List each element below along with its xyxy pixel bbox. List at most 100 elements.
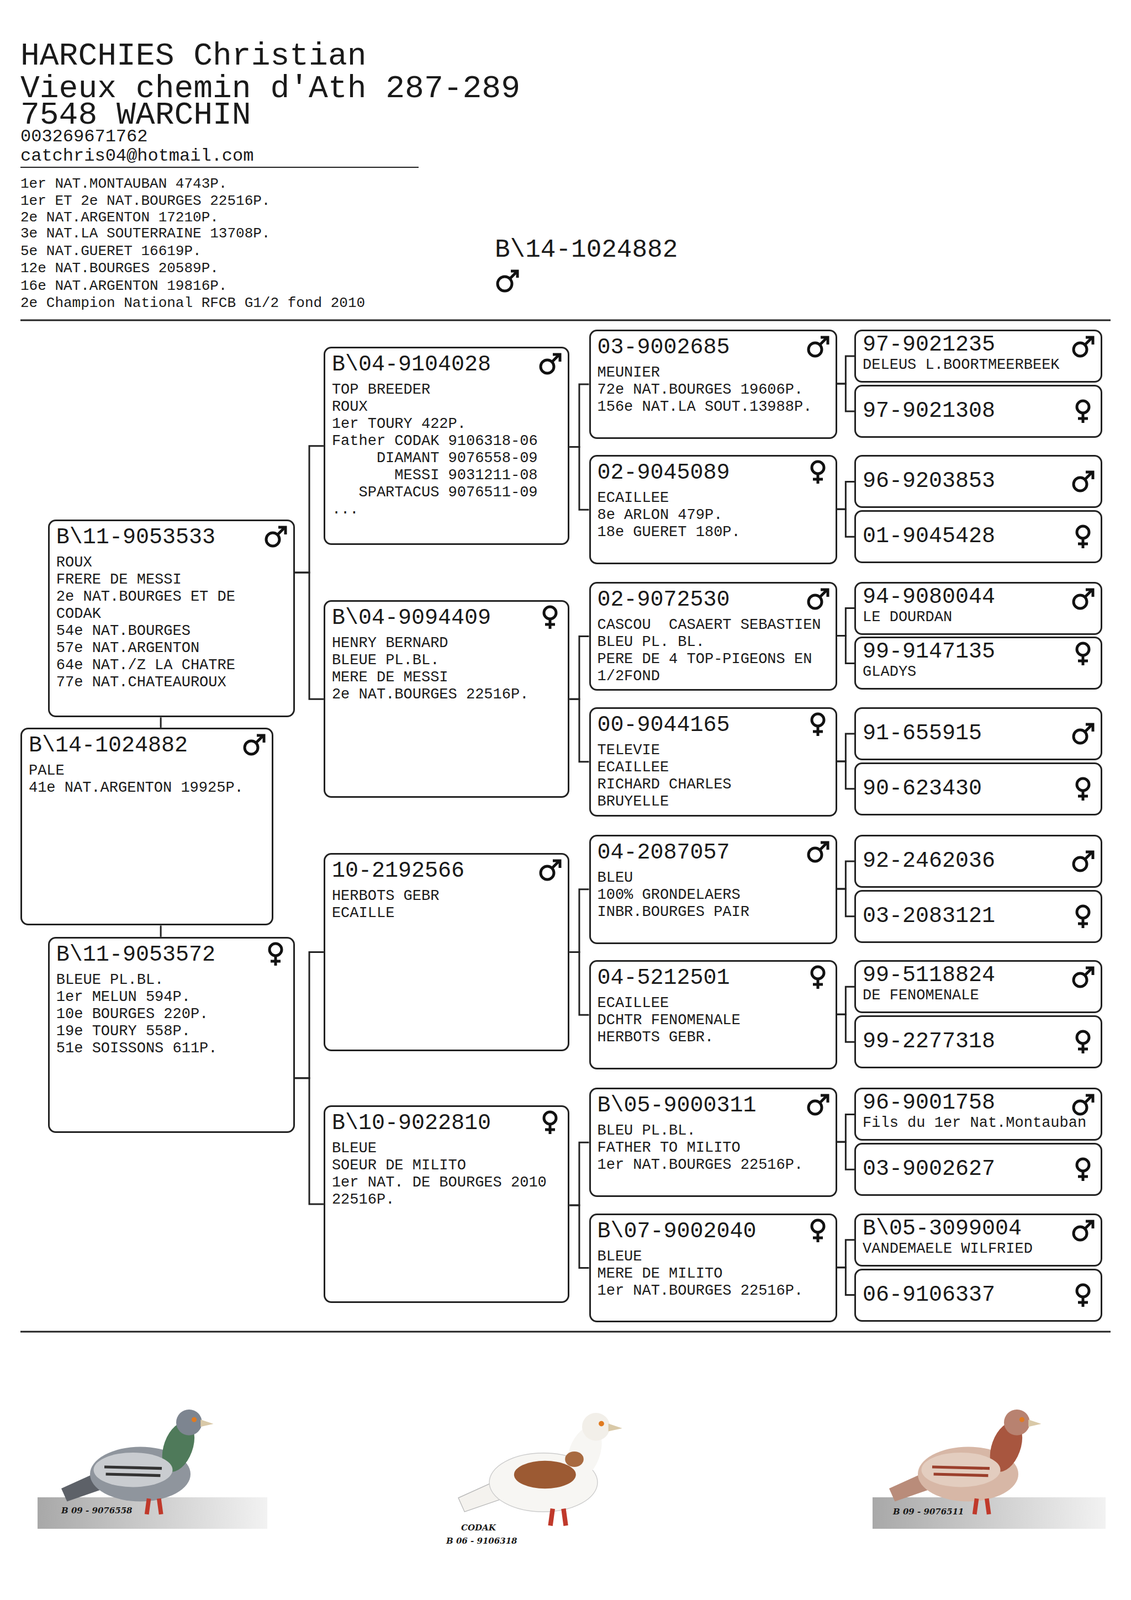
pedigree-connector xyxy=(569,699,589,763)
pedigree-connector xyxy=(569,384,589,448)
pedigree-box: B\04-9104028TOP BREEDERROUX1er TOURY 422… xyxy=(323,346,570,546)
ring-number: 02-9072530 xyxy=(597,588,829,613)
pedigree-box: 99-5118824DE FENOMENALE xyxy=(854,960,1103,1014)
pedigree-note: BLEU xyxy=(597,869,829,887)
pedigree-note: PERE DE 4 TOP-PIGEONS EN 1/2FOND xyxy=(597,651,829,686)
header-text: catchris04@hotmail.com xyxy=(20,147,254,166)
ring-number: 03-9002685 xyxy=(597,335,829,361)
ring-number: B\11-9053572 xyxy=(56,943,287,968)
pedigree-note: 1er NAT. DE BOURGES 2010 22516P. xyxy=(331,1174,562,1209)
pedigree-note: BLEUE PL.BL. xyxy=(56,971,287,990)
male-symbol xyxy=(1070,334,1096,359)
female-symbol xyxy=(805,965,831,990)
pedigree-box: B\11-9053572BLEUE PL.BL.1er MELUN 594P.1… xyxy=(48,937,295,1134)
pigeon-photo xyxy=(458,1413,623,1526)
pedigree-note: 1er NAT.BOURGES 22516P. xyxy=(597,1282,829,1300)
male-symbol xyxy=(1070,1092,1096,1118)
pedigree-note: DE FENOMENALE xyxy=(862,987,1094,1005)
pedigree-note: Father CODAK 9106318-06 xyxy=(331,432,562,451)
pedigree-connector xyxy=(837,1240,855,1268)
pedigree-connector xyxy=(569,889,589,953)
pedigree-connector xyxy=(569,1142,589,1206)
header-text: 2e Champion National RFCB G1/2 fond 2010 xyxy=(20,296,366,311)
pedigree-note: ECAILLEE xyxy=(597,759,829,777)
header-text: 1er ET 2e NAT.BOURGES 22516P. xyxy=(20,193,271,209)
pedigree-note: BLEU PL. BL. xyxy=(597,633,829,652)
pigeon-photo xyxy=(889,1409,1042,1515)
female-symbol xyxy=(1070,524,1096,549)
pedigree-box: 03-9002627 xyxy=(854,1143,1103,1197)
male-symbol xyxy=(537,351,563,377)
pedigree-box: 03-9002685MEUNIER72e NAT.BOURGES 19606P.… xyxy=(589,329,838,440)
header-text: B\14-1024882 xyxy=(494,237,678,263)
photo-caption: B 06 - 9106318 xyxy=(446,1537,518,1546)
pedigree-box: 10-2192566HERBOTS GEBRECAILLE xyxy=(323,853,570,1052)
header-text: 16e NAT.ARGENTON 19816P. xyxy=(20,278,227,294)
pedigree-connector xyxy=(569,952,589,1016)
pedigree-note: HERBOTS GEBR. xyxy=(597,1029,829,1047)
ring-number: B\14-1024882 xyxy=(28,733,266,759)
female-symbol xyxy=(1070,1157,1096,1182)
ring-number: 04-5212501 xyxy=(597,966,829,991)
female-symbol xyxy=(1070,1283,1096,1308)
pedigree-note: BLEUE xyxy=(597,1248,829,1266)
pedigree-connector xyxy=(837,761,855,790)
pedigree-note: 156e NAT.LA SOUT.13988P. xyxy=(597,398,829,416)
ring-number: B\10-9022810 xyxy=(331,1111,562,1136)
ring-number: B\05-3099004 xyxy=(862,1217,1094,1241)
pedigree-box: B\10-9022810BLEUESOEUR DE MILITO1er NAT.… xyxy=(323,1105,570,1304)
ring-number: 92-2462036 xyxy=(862,849,1094,874)
header-text: 003269671762 xyxy=(20,128,148,146)
pedigree-box: 97-9021235DELEUS L.BOORTMEERBEEK xyxy=(854,329,1103,383)
pedigree-box: 02-9045089ECAILLEE8e ARLON 479P.18e GUER… xyxy=(589,455,838,565)
ring-number: B\04-9104028 xyxy=(331,352,562,378)
pedigree-connector xyxy=(837,608,855,637)
pedigree-connector xyxy=(294,952,324,1079)
ring-number: 04-2087057 xyxy=(597,841,829,866)
pedigree-note: MERE DE MILITO xyxy=(597,1265,829,1283)
pedigree-note: 54e NAT.BOURGES xyxy=(56,622,287,641)
pedigree-box: 04-2087057BLEU100% GRONDELAERSINBR.BOURG… xyxy=(589,834,838,945)
male-symbol xyxy=(1070,965,1096,990)
pedigree-note: SPARTACUS 9076511-09 xyxy=(331,484,562,502)
header-text: 12e NAT.BOURGES 20589P. xyxy=(20,261,219,276)
rule xyxy=(20,1331,1111,1334)
ring-number: 99-2277318 xyxy=(862,1030,1094,1054)
pedigree-note: LE DOURDAN xyxy=(862,609,1094,627)
male-symbol xyxy=(1070,721,1096,747)
pedigree-note: SOEUR DE MILITO xyxy=(331,1157,562,1175)
underline xyxy=(20,166,419,168)
male-symbol xyxy=(1070,469,1096,494)
pedigree-note: 51e SOISSONS 611P. xyxy=(56,1040,287,1058)
female-symbol xyxy=(805,460,831,485)
pedigree-note: HENRY BERNARD xyxy=(331,635,562,653)
pedigree-note: GLADYS xyxy=(862,663,1094,681)
pedigree-note: BRUYELLE xyxy=(597,793,829,811)
pedigree-note: MERE DE MESSI xyxy=(331,669,562,687)
pedigree-box: 99-2277318 xyxy=(854,1015,1103,1069)
female-symbol xyxy=(537,1110,563,1135)
pedigree-box: 96-9203853 xyxy=(854,455,1103,509)
pedigree-note: 1er MELUN 594P. xyxy=(56,989,287,1007)
pedigree-box: 90-623430 xyxy=(854,762,1103,816)
pedigree-note: RICHARD CHARLES xyxy=(597,776,829,794)
ring-number: B\07-9002040 xyxy=(597,1219,829,1245)
header-text: 7548 WARCHIN xyxy=(20,99,252,132)
pedigree-connector xyxy=(160,717,162,728)
photo-bar xyxy=(872,1497,1106,1530)
header-text: 2e NAT.ARGENTON 17210P. xyxy=(20,210,219,225)
ring-number: 91-655915 xyxy=(862,722,1094,746)
pedigree-note: 1er NAT.BOURGES 22516P. xyxy=(597,1156,829,1175)
pedigree-connector xyxy=(569,447,589,511)
ring-number: 00-9044165 xyxy=(597,713,829,738)
breeder-name: HARCHIES Christian xyxy=(20,40,367,73)
pedigree-note: 57e NAT.ARGENTON xyxy=(56,640,287,658)
pedigree-connector xyxy=(837,1267,855,1296)
ring-number: 02-9045089 xyxy=(597,461,829,486)
pedigree-note: DIAMANT 9076558-09 xyxy=(331,450,562,468)
pedigree-note: MEUNIER xyxy=(597,364,829,382)
pedigree-note: DELEUS L.BOORTMEERBEEK xyxy=(862,356,1094,374)
ring-number: 10-2192566 xyxy=(331,859,562,884)
ring-number: B\05-9000311 xyxy=(597,1093,829,1119)
ring-number: 99-5118824 xyxy=(862,964,1094,988)
